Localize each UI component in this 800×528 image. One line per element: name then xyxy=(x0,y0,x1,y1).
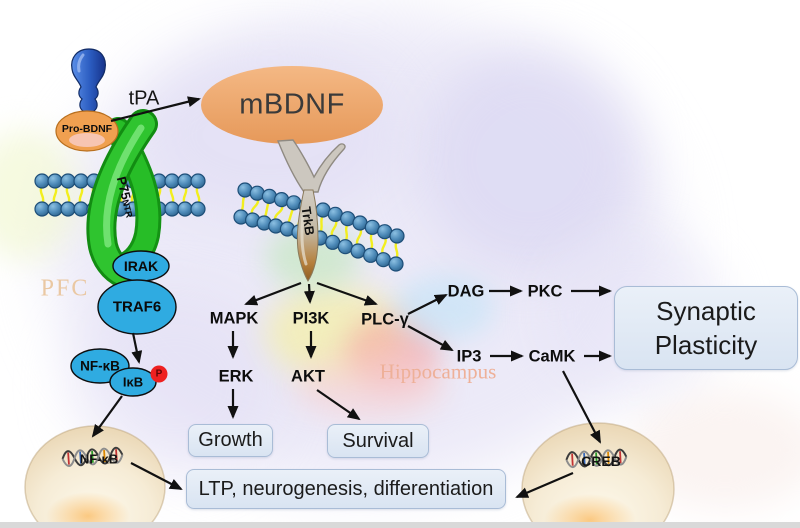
p75-cascade-nodes xyxy=(70,250,177,397)
survival-box: Survival xyxy=(327,424,429,458)
mbdnf-label: mBDNF xyxy=(239,88,345,121)
traf6-label: TRAF6 xyxy=(112,298,162,316)
phospho-badge xyxy=(150,365,168,383)
ikb-label: IκB xyxy=(122,374,144,390)
bottom-border-strip xyxy=(0,522,800,528)
survival-label: Survival xyxy=(342,429,414,452)
mbdnf-ellipse xyxy=(201,66,383,144)
trkb-receptor xyxy=(276,139,346,282)
synaptic-plasticity-line1: Synaptic xyxy=(656,295,756,326)
nfkb-label: NF-κB xyxy=(80,358,120,374)
plc-gamma-label: PLC-γ xyxy=(361,310,409,329)
ikb-node xyxy=(109,367,157,397)
nucleus-left xyxy=(24,425,166,528)
erk-label: ERK xyxy=(218,367,254,386)
pfc-region-label: PFC xyxy=(40,275,90,302)
ltp-box: LTP, neurogenesis, differentiation xyxy=(186,469,506,509)
nucleus-nfkb-label: NF-κB xyxy=(79,451,119,467)
probdnf-prodomain-pin xyxy=(71,48,106,124)
akt-label: AKT xyxy=(291,367,325,386)
mapk-label: MAPK xyxy=(209,309,259,328)
probdnf-ellipse xyxy=(55,110,119,152)
pkc-label: PKC xyxy=(527,282,563,301)
pi3k-label: PI3K xyxy=(292,309,330,328)
probdnf-label: Pro-BDNF xyxy=(61,123,113,135)
pathway-arrows xyxy=(91,96,612,499)
synaptic-plasticity-line2: Plasticity xyxy=(654,330,758,360)
hippocampus-region-label: Hippocampus xyxy=(379,359,497,384)
tpa-label: tPA xyxy=(128,87,160,110)
traf6-node xyxy=(97,279,177,335)
nucleus-creb-label: CREB xyxy=(581,453,621,469)
growth-label: Growth xyxy=(198,429,263,451)
nucleus-right xyxy=(521,422,675,528)
growth-box: Growth xyxy=(188,424,273,457)
irak-label: IRAK xyxy=(123,258,159,274)
synaptic-plasticity-box: Synaptic Plasticity xyxy=(614,286,798,370)
camk-label: CaMK xyxy=(528,347,576,366)
phospho-label: P xyxy=(155,368,163,380)
ip3-label: IP3 xyxy=(456,347,482,366)
dag-label: DAG xyxy=(447,282,485,301)
ltp-label: LTP, neurogenesis, differentiation xyxy=(198,477,494,500)
